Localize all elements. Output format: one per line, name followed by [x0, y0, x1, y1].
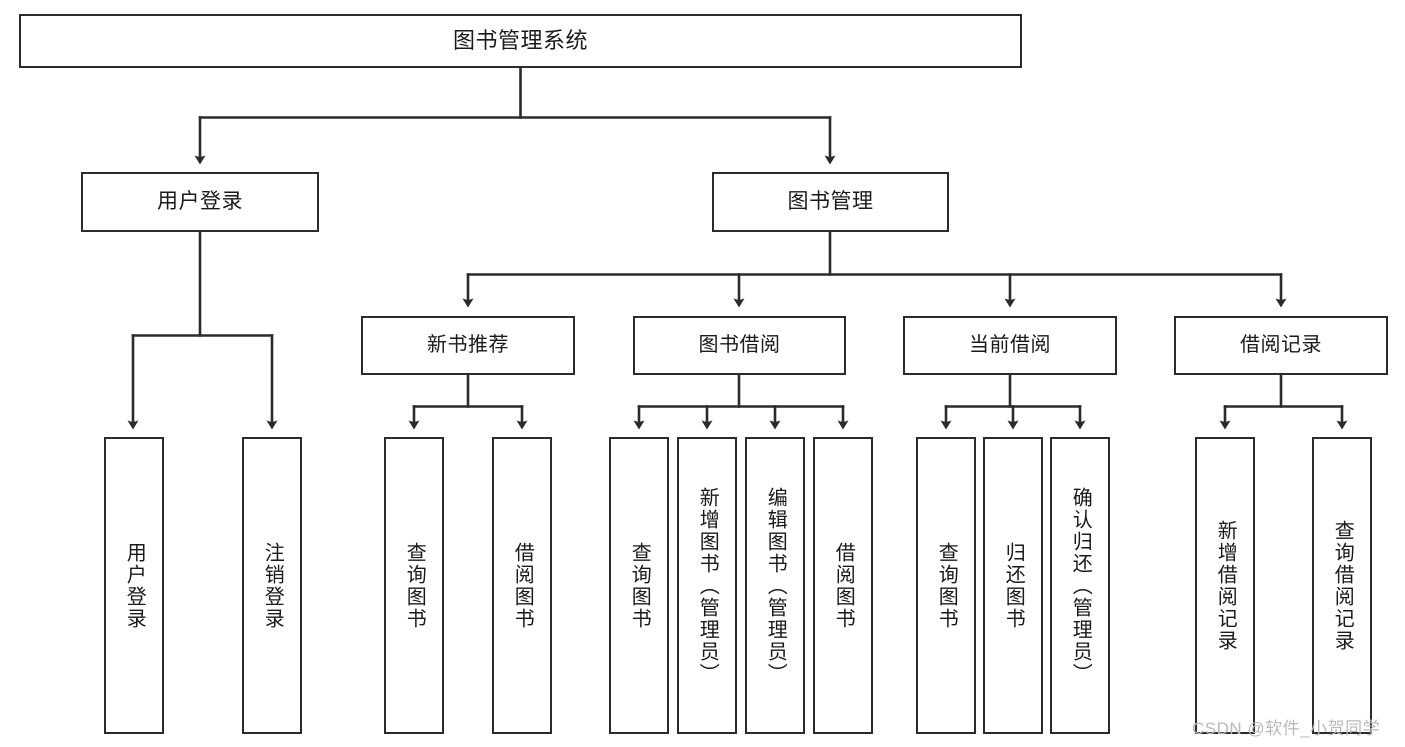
node-leaf-borrow-book-2[interactable]: 借阅图书: [813, 437, 873, 734]
node-leaf-confirm-return[interactable]: 确认归还（管理员）: [1050, 437, 1110, 734]
node-borrow-record-label: 借阅记录: [1240, 334, 1322, 356]
node-leaf-logout[interactable]: 注销登录: [242, 437, 302, 734]
node-current-borrow[interactable]: 当前借阅: [903, 316, 1117, 375]
node-borrow-record[interactable]: 借阅记录: [1174, 316, 1388, 375]
node-leaf-query-book-3[interactable]: 查询图书: [916, 437, 976, 734]
node-leaf-logout-label: 注销登录: [261, 541, 284, 630]
node-leaf-query-book-3-label: 查询图书: [935, 541, 958, 630]
node-root[interactable]: 图书管理系统: [19, 14, 1022, 68]
node-leaf-user-login-label: 用户登录: [123, 541, 146, 630]
node-leaf-query-record-label: 查询借阅记录: [1331, 519, 1354, 652]
node-leaf-borrow-book-1[interactable]: 借阅图书: [492, 437, 552, 734]
node-leaf-query-book-1-label: 查询图书: [403, 541, 426, 630]
node-book-borrow[interactable]: 图书借阅: [633, 316, 846, 375]
node-leaf-return-book[interactable]: 归还图书: [983, 437, 1043, 734]
node-leaf-add-record[interactable]: 新增借阅记录: [1195, 437, 1255, 734]
node-leaf-query-record[interactable]: 查询借阅记录: [1312, 437, 1372, 734]
node-leaf-add-book[interactable]: 新增图书（管理员）: [677, 437, 737, 734]
node-leaf-query-book-2[interactable]: 查询图书: [609, 437, 669, 734]
node-new-book-recommend-label: 新书推荐: [427, 334, 509, 356]
node-new-book-recommend[interactable]: 新书推荐: [361, 316, 575, 375]
node-book-borrow-label: 图书借阅: [698, 334, 781, 356]
node-leaf-confirm-return-label: 确认归还（管理员）: [1069, 486, 1092, 685]
node-leaf-user-login[interactable]: 用户登录: [104, 437, 164, 734]
node-user-login[interactable]: 用户登录: [81, 172, 319, 232]
node-leaf-return-book-label: 归还图书: [1002, 541, 1025, 630]
node-book-manage[interactable]: 图书管理: [712, 172, 949, 232]
node-leaf-query-book-1[interactable]: 查询图书: [384, 437, 444, 734]
node-book-manage-label: 图书管理: [787, 189, 874, 213]
node-leaf-add-book-label: 新增图书（管理员）: [696, 486, 719, 685]
node-user-login-label: 用户登录: [157, 189, 243, 213]
node-current-borrow-label: 当前借阅: [969, 334, 1051, 356]
node-leaf-add-record-label: 新增借阅记录: [1214, 519, 1237, 652]
node-root-label: 图书管理系统: [452, 28, 588, 54]
node-leaf-borrow-book-1-label: 借阅图书: [511, 541, 534, 630]
node-leaf-edit-book[interactable]: 编辑图书（管理员）: [745, 437, 805, 734]
node-leaf-query-book-2-label: 查询图书: [628, 541, 651, 630]
node-leaf-edit-book-label: 编辑图书（管理员）: [764, 486, 787, 685]
node-leaf-borrow-book-2-label: 借阅图书: [832, 541, 855, 630]
